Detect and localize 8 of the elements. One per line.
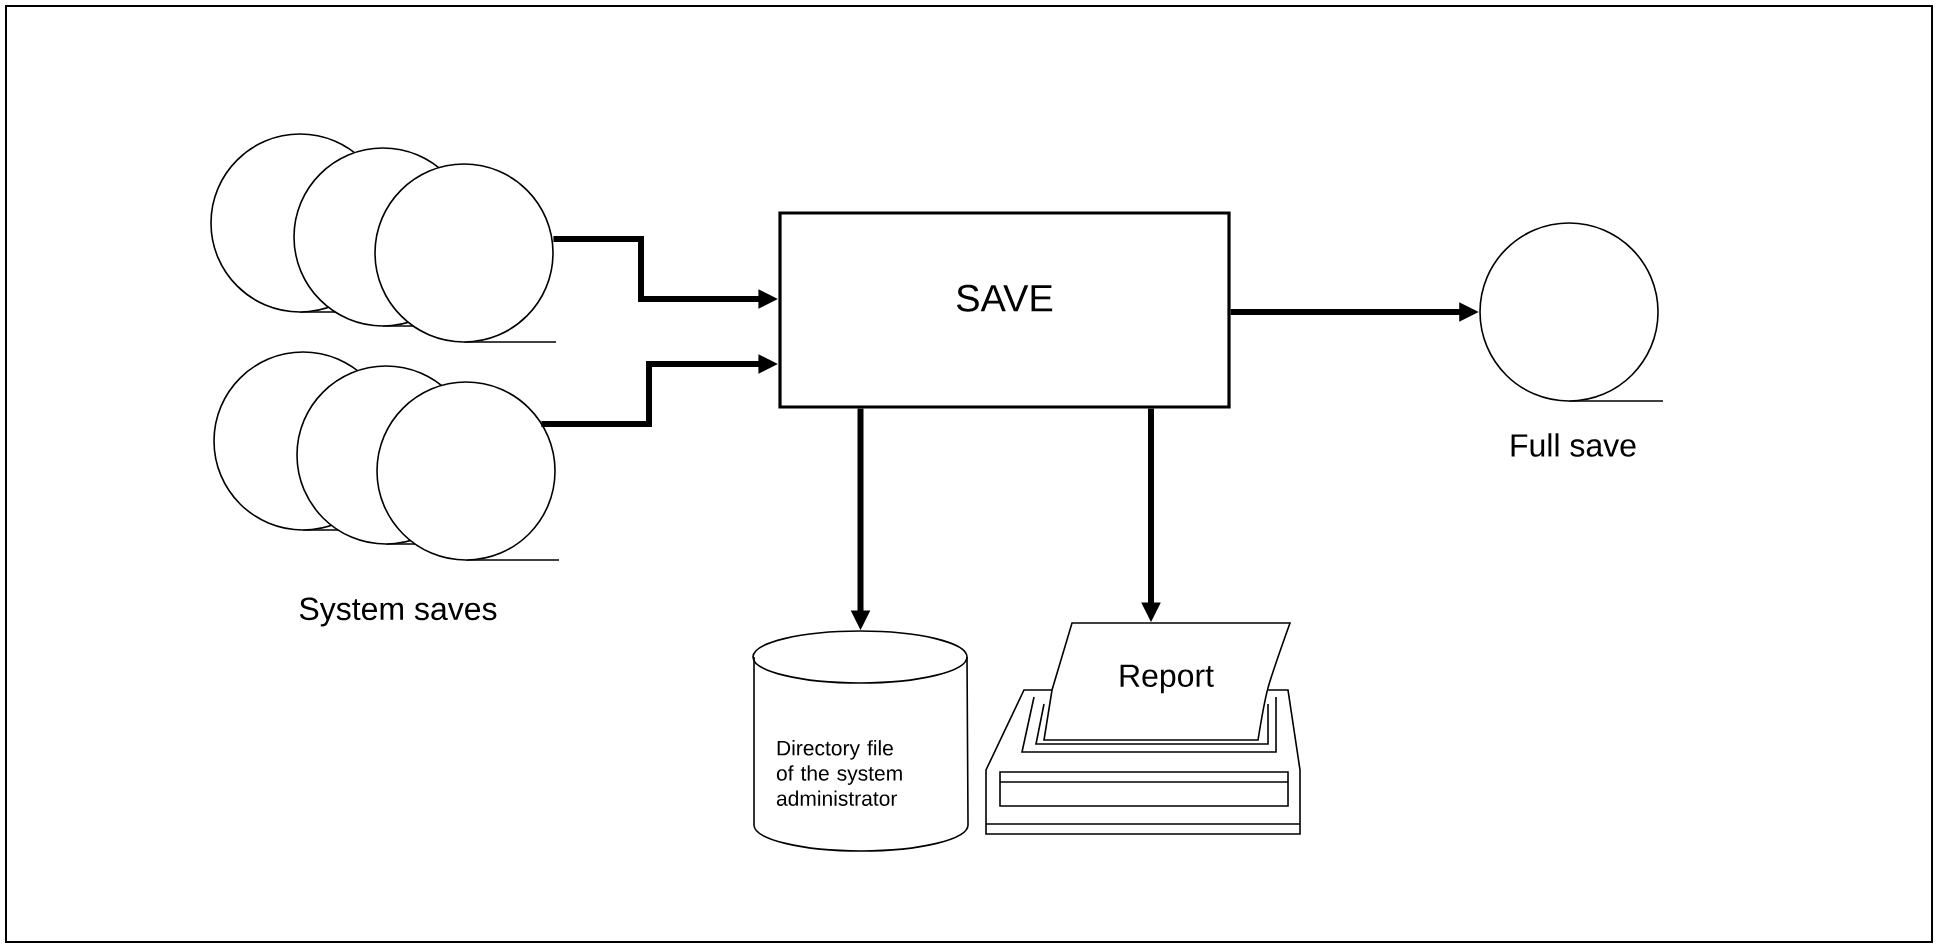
caption-text: System saves: [299, 597, 497, 627]
database-cylinder: Directory file of the system administrator: [752, 630, 969, 852]
printer-drawing: Report: [985, 622, 1301, 835]
tape-reels-drawing: [210, 133, 557, 343]
tape-reels-drawing: [213, 351, 560, 561]
process-box: SAVE: [778, 211, 1231, 409]
reel-label: Full save: [1511, 433, 1636, 457]
node-label: Report: [1120, 664, 1214, 694]
